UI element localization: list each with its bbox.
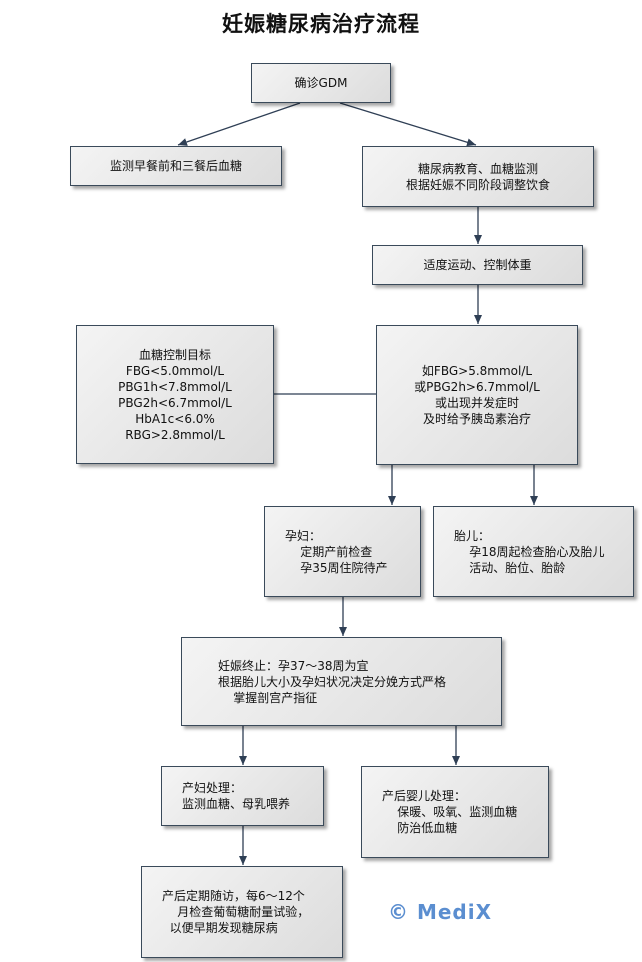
- node-text-line: 以便早期发现糖尿病: [162, 921, 278, 935]
- node-text-line: 胎儿：: [454, 528, 491, 543]
- node-pregnant-woman: 孕妇： 定期产前检查 孕35周住院待产: [264, 506, 421, 597]
- node-text-line: 血糖控制目标: [138, 347, 211, 362]
- node-exercise-weight: 适度运动、控制体重: [372, 245, 583, 285]
- node-text-line: PBG1h<7.8mmol/L: [118, 379, 232, 394]
- node-education-diet: 糖尿病教育、血糖监测根据妊娠不同阶段调整饮食: [362, 146, 594, 207]
- node-text-line: 或PBG2h>6.7mmol/L: [414, 380, 540, 394]
- node-text-line: 糖尿病教育、血糖监测: [417, 161, 538, 176]
- node-text-line: 孕35周住院待产: [285, 560, 388, 575]
- node-text-line: 确诊GDM: [294, 76, 348, 90]
- node-maternal-care: 产妇处理： 监测血糖、母乳喂养: [161, 766, 324, 826]
- node-text-line: 及时给予胰岛素治疗: [422, 412, 531, 426]
- node-text-line: 孕18周起检查胎心及胎儿: [454, 544, 605, 559]
- node-glucose-monitoring: 监测早餐前和三餐后血糖: [70, 146, 282, 186]
- node-text-line: 保暖、吸氧、监测血糖: [382, 805, 518, 819]
- node-text-line: RBG>2.8mmol/L: [125, 427, 225, 442]
- node-text-line: 掌握剖宫产指征: [218, 690, 318, 705]
- node-text-line: 或出现并发症时: [434, 396, 519, 410]
- node-text-line: 孕妇：: [285, 528, 322, 543]
- arrow-diagnose-monitor: [177, 102, 301, 146]
- node-text-line: 适度运动、控制体重: [423, 258, 532, 272]
- node-text-line: 妊娠终止：孕37～38周为宜: [218, 658, 369, 673]
- node-text-line: FBG<5.0mmol/L: [125, 363, 225, 378]
- medix-watermark: © MediX: [388, 900, 493, 924]
- node-text-line: PBG2h<6.7mmol/L: [118, 395, 232, 410]
- node-text-line: 月检查葡萄糖耐量试验，: [162, 905, 310, 919]
- node-text-line: 产后婴儿处理：: [382, 789, 467, 803]
- node-insulin-therapy: 如FBG>5.8mmol/L 或PBG2h>6.7mmol/L 或出现并发症时及时给…: [376, 325, 578, 465]
- node-text-line: 定期产前检查: [285, 544, 373, 559]
- node-infant-care: 产后婴儿处理： 保暖、吸氧、监测血糖 防治低血糖: [361, 766, 549, 858]
- node-text-line: 根据胎儿大小及孕妇状况决定分娩方式严格: [218, 674, 447, 689]
- node-text-line: 防治低血糖: [382, 821, 458, 835]
- node-fetus: 胎儿： 孕18周起检查胎心及胎儿 活动、胎位、胎龄: [433, 506, 634, 597]
- node-text-line: HbA1c<6.0%: [135, 411, 215, 426]
- node-text-line: 产妇处理：: [182, 781, 243, 795]
- node-text-line: 如FBG>5.8mmol/L: [421, 364, 533, 378]
- node-text-line: 产后定期随访，每6～12个: [162, 889, 305, 903]
- node-postpartum-followup: 产后定期随访，每6～12个 月检查葡萄糖耐量试验， 以便早期发现糖尿病: [141, 866, 343, 958]
- arrow-diagnose-education: [339, 102, 477, 147]
- node-text-line: 根据妊娠不同阶段调整饮食: [405, 177, 550, 192]
- node-diagnose: 确诊GDM: [251, 63, 391, 103]
- page-title: 妊娠糖尿病治疗流程: [222, 11, 420, 36]
- node-text-line: 监测早餐前和三餐后血糖: [109, 159, 242, 173]
- node-pregnancy-termination: 妊娠终止：孕37～38周为宜根据胎儿大小及孕妇状况决定分娩方式严格 掌握剖宫产指…: [181, 637, 502, 726]
- node-text-line: 监测血糖、母乳喂养: [182, 797, 291, 811]
- node-text-line: 活动、胎位、胎龄: [454, 560, 566, 575]
